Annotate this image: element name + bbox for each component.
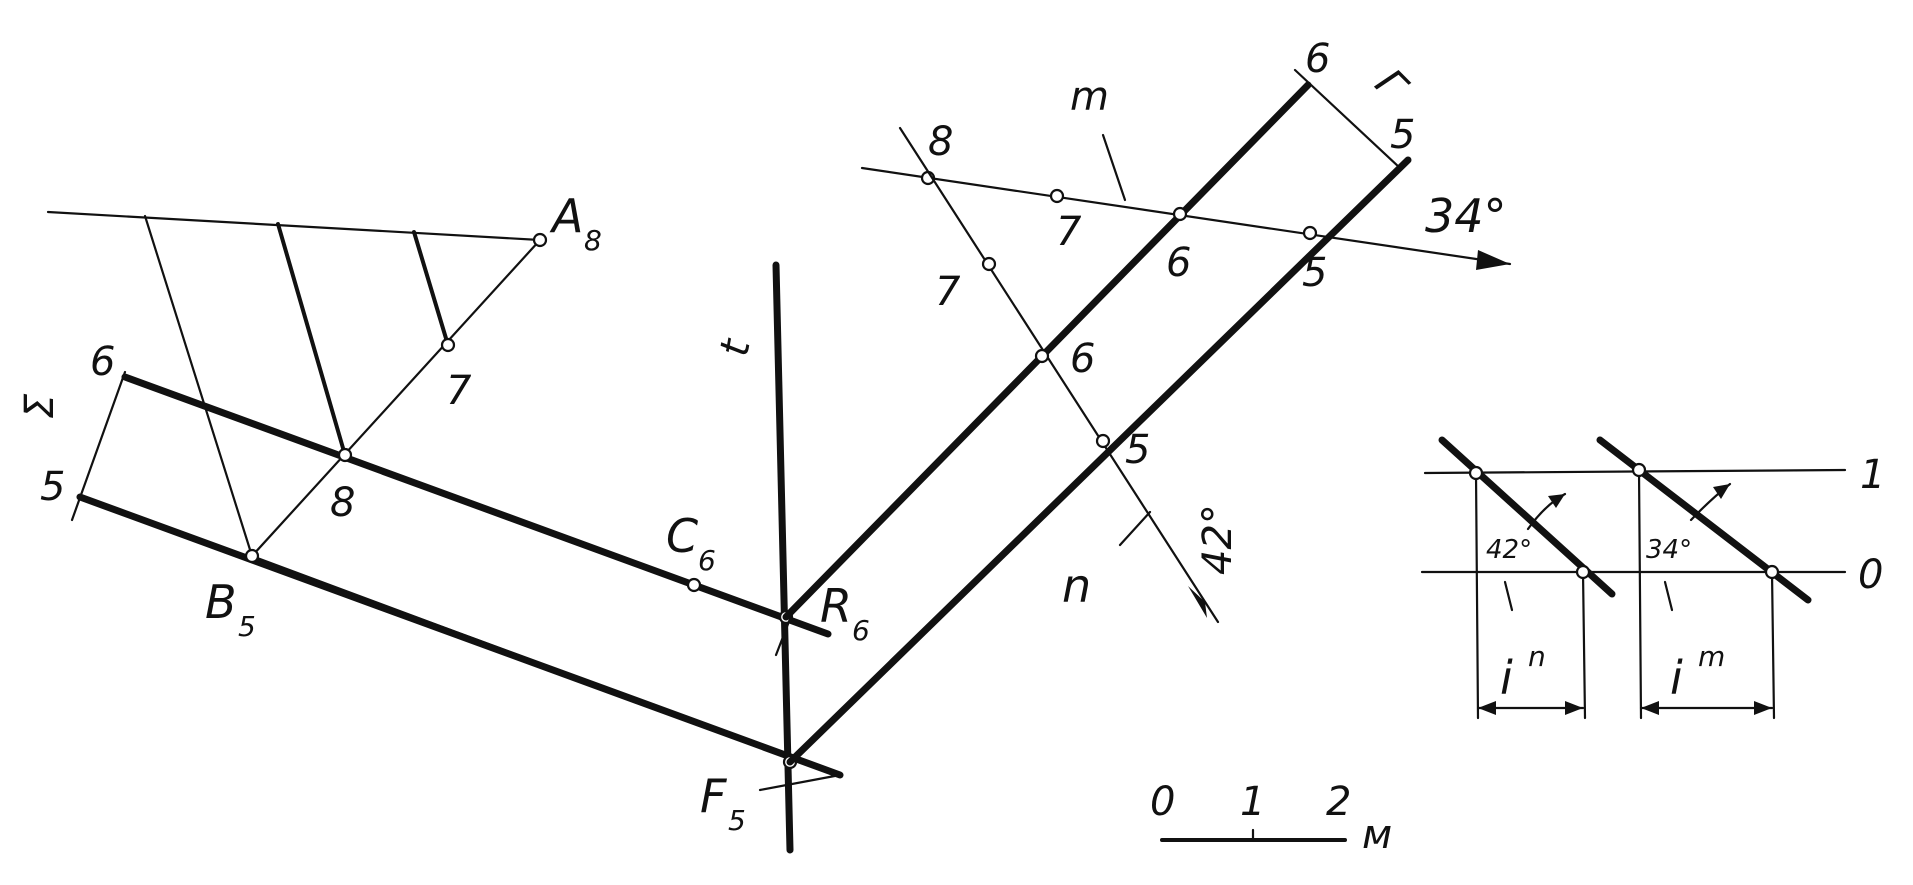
- label-inset-n-angle: 42°: [1486, 535, 1532, 565]
- label-n-6: 6: [1070, 336, 1095, 382]
- labels: A 8 B 5 C 6 R 6 F 5 Σ 6 5 6 5 Γ t m n 7 …: [17, 36, 1885, 858]
- label-c-sub: 6: [698, 544, 716, 577]
- label-m-6: 6: [1166, 240, 1191, 286]
- point-a: [532, 232, 548, 248]
- label-n-7: 7: [935, 269, 961, 315]
- label-f: F: [700, 769, 727, 823]
- label-m: m: [1070, 74, 1109, 120]
- label-sigma-6: 6: [90, 339, 115, 385]
- scale-bar: [1160, 828, 1347, 842]
- dim-arrow-n-right: [1565, 701, 1583, 715]
- label-n: n: [1062, 559, 1091, 613]
- angle-leader-m: [1663, 580, 1674, 612]
- label-n-8: 8: [928, 119, 953, 165]
- gamma-frame-line: [1293, 68, 1402, 170]
- dim-arrow-m-right: [1754, 701, 1772, 715]
- label-gamma-5: 5: [1390, 112, 1415, 158]
- label-t: t: [712, 335, 760, 360]
- point-n-5: [1095, 433, 1111, 449]
- line-t: [772, 261, 794, 854]
- line-n-arrow: [1188, 586, 1207, 618]
- left-construction: [46, 210, 844, 779]
- label-m-angle: 34°: [1425, 189, 1507, 243]
- inset-point-n-1: [1468, 465, 1484, 481]
- line-top-to-a: [46, 210, 542, 242]
- point-m-7: [1049, 188, 1065, 204]
- line-n-group: [898, 126, 1220, 624]
- inset-point-m-1: [1631, 462, 1647, 478]
- label-gamma-6: 6: [1305, 36, 1330, 82]
- label-f-sub: 5: [728, 804, 746, 837]
- label-n-angle: 42°: [1195, 504, 1241, 575]
- line-a-b: [250, 238, 542, 558]
- label-m-7: 7: [1056, 209, 1082, 255]
- label-n-5: 5: [1125, 427, 1150, 473]
- vertical-m-1: [1637, 468, 1643, 720]
- sigma-horizontal-6: [121, 373, 832, 638]
- point-m-5: [1302, 225, 1318, 241]
- line-m-arrow: [1476, 250, 1510, 270]
- line-m-group: [860, 133, 1512, 270]
- line-n: [898, 126, 1220, 624]
- point-8: [337, 447, 353, 463]
- label-scale-2: 2: [1326, 779, 1351, 825]
- vertical-m-0: [1770, 570, 1776, 720]
- label-scale-0: 0: [1150, 779, 1175, 825]
- point-m-6: [1172, 206, 1188, 222]
- inset-point-n-0: [1575, 564, 1591, 580]
- angle-arc-m-arrow: [1713, 484, 1730, 499]
- label-gamma: Γ: [1366, 60, 1416, 110]
- sigma-horizontal-5-thin: [250, 554, 842, 777]
- hatch-line-3: [412, 230, 450, 347]
- label-b-sub: 5: [238, 610, 256, 643]
- label-inset-m-angle: 34°: [1646, 535, 1692, 565]
- dim-arrow-m-left: [1641, 701, 1659, 715]
- angle-leader-n: [1503, 580, 1514, 612]
- point-c: [686, 577, 702, 593]
- point-n-6: [1034, 348, 1050, 364]
- inset-point-m-0: [1764, 564, 1780, 580]
- label-i-n: i: [1500, 651, 1513, 705]
- label-a-7: 7: [446, 368, 472, 414]
- gamma-tick-f: [758, 773, 842, 792]
- label-scale-unit: м: [1362, 812, 1392, 858]
- angle-arc-n-arrow: [1548, 494, 1565, 508]
- hatch-line-1: [143, 214, 254, 558]
- label-scale-1: 1: [1240, 779, 1265, 825]
- label-sigma: Σ: [17, 393, 63, 419]
- label-m-5: 5: [1302, 250, 1327, 296]
- gamma-tick-r: [774, 604, 797, 657]
- label-a: A: [549, 189, 583, 243]
- line-n-leader: [1118, 510, 1152, 547]
- label-i-n-sup: n: [1528, 640, 1546, 673]
- point-a-7: [440, 337, 456, 353]
- plane-gamma: [758, 68, 1412, 792]
- label-c: C: [666, 509, 698, 563]
- slope-inset: [1420, 436, 1847, 720]
- label-i-m: i: [1670, 651, 1683, 705]
- label-r: R: [820, 579, 852, 633]
- label-a-8: 8: [330, 480, 355, 526]
- gamma-horizontal-5: [786, 156, 1412, 766]
- label-r-sub: 6: [852, 614, 870, 647]
- label-level-0: 0: [1858, 552, 1883, 598]
- point-b: [244, 548, 260, 564]
- label-sigma-5: 5: [40, 464, 65, 510]
- label-level-1: 1: [1860, 452, 1885, 498]
- label-a-sub: 8: [584, 224, 602, 257]
- vertical-n-1: [1474, 471, 1480, 720]
- label-b: B: [205, 575, 237, 629]
- vertical-n-0: [1581, 570, 1587, 720]
- dim-arrow-n-left: [1478, 701, 1496, 715]
- line-m-leader: [1101, 133, 1127, 202]
- hatch-line-2: [276, 222, 347, 457]
- label-i-m-sup: m: [1698, 640, 1725, 673]
- point-n-7: [981, 256, 997, 272]
